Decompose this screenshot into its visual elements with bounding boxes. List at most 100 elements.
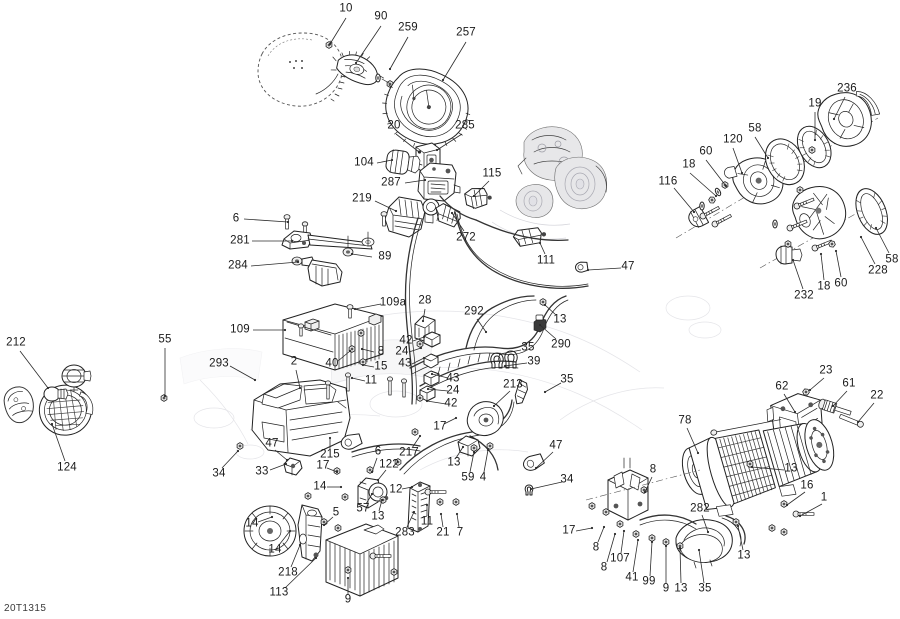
callout-anchor-113 bbox=[314, 556, 318, 560]
callout-number-34: 34 bbox=[212, 467, 226, 480]
callout-number-1: 1 bbox=[820, 491, 828, 504]
callout-number-293: 293 bbox=[209, 357, 229, 370]
callout-anchor-109a bbox=[353, 307, 357, 311]
callout-number-7: 7 bbox=[456, 526, 464, 539]
callout-number-13: 13 bbox=[784, 462, 798, 475]
callout-number-228: 228 bbox=[868, 264, 888, 277]
callout-leader-41 bbox=[632, 539, 639, 573]
callout-anchor-13 bbox=[461, 445, 465, 449]
callout-anchor-13 bbox=[736, 524, 740, 528]
callout-anchor-282 bbox=[706, 530, 710, 534]
callout-number-12: 12 bbox=[389, 483, 403, 496]
callout-anchor-11 bbox=[350, 376, 354, 380]
callout-number-60: 60 bbox=[699, 145, 713, 158]
callout-leader-1 bbox=[799, 503, 823, 517]
callout-anchor-17 bbox=[335, 470, 339, 474]
callout-leader-284 bbox=[250, 261, 299, 267]
callout-leader-104 bbox=[376, 159, 393, 164]
callout-anchor-122 bbox=[376, 478, 380, 482]
callout-anchor-7 bbox=[455, 512, 459, 516]
callout-number-42: 42 bbox=[444, 397, 458, 410]
callout-number-283: 283 bbox=[395, 526, 415, 539]
callout-number-104: 104 bbox=[354, 156, 374, 169]
callout-number-111: 111 bbox=[536, 254, 556, 267]
callout-number-115: 115 bbox=[482, 167, 502, 180]
callout-number-24: 24 bbox=[446, 384, 460, 397]
callout-leader-57 bbox=[365, 493, 373, 505]
callout-number-47: 47 bbox=[549, 439, 563, 452]
callout-anchor-6 bbox=[370, 470, 374, 474]
callout-leader-16 bbox=[786, 491, 806, 506]
callout-anchor-213 bbox=[492, 404, 496, 408]
callout-anchor-35 bbox=[498, 352, 502, 356]
callout-number-213: 213 bbox=[503, 378, 523, 391]
callout-leader-89 bbox=[351, 253, 373, 258]
callout-leader-285 bbox=[436, 133, 463, 151]
callout-leader-236 bbox=[833, 96, 846, 120]
callout-anchor-1 bbox=[798, 514, 802, 518]
callout-leader-35 bbox=[544, 382, 562, 393]
callout-anchor-34 bbox=[236, 449, 240, 453]
callout-anchor-13 bbox=[678, 546, 682, 550]
callout-leader-115 bbox=[473, 180, 490, 197]
callout-number-62: 62 bbox=[775, 380, 789, 393]
callout-number-13: 13 bbox=[674, 582, 688, 595]
callout-anchor-13 bbox=[380, 498, 384, 502]
callout-number-17: 17 bbox=[562, 524, 576, 537]
callout-leader-14 bbox=[278, 530, 291, 546]
callout-anchor-47 bbox=[285, 458, 289, 462]
callout-leader-15 bbox=[362, 364, 375, 368]
callout-number-219: 219 bbox=[352, 192, 372, 205]
callout-anchor-9 bbox=[346, 576, 350, 580]
callout-leader-219 bbox=[374, 200, 397, 212]
callout-leader-14 bbox=[257, 516, 273, 523]
callout-leader-39 bbox=[504, 362, 528, 367]
callout-leader-283 bbox=[406, 511, 415, 528]
callout-anchor-115 bbox=[472, 194, 476, 198]
callout-anchor-40 bbox=[348, 349, 352, 353]
callout-leader-257 bbox=[442, 41, 467, 81]
callout-number-5: 5 bbox=[332, 506, 340, 519]
callout-number-8: 8 bbox=[377, 345, 385, 358]
callout-anchor-4 bbox=[486, 448, 490, 452]
callout-anchor-23 bbox=[808, 388, 812, 392]
callout-anchor-228 bbox=[859, 235, 863, 239]
callout-leader-78 bbox=[686, 427, 699, 454]
callout-number-90: 90 bbox=[374, 10, 388, 23]
callout-leader-6 bbox=[243, 218, 289, 223]
callout-anchor-47 bbox=[534, 466, 538, 470]
callout-anchor-39 bbox=[503, 364, 507, 368]
callout-leader-116 bbox=[673, 187, 695, 213]
callout-anchor-14 bbox=[270, 515, 274, 519]
callout-number-24: 24 bbox=[395, 345, 409, 358]
callout-anchor-18 bbox=[819, 252, 823, 256]
callout-leader-13 bbox=[378, 499, 383, 512]
callout-anchor-111 bbox=[538, 241, 542, 245]
callout-leader-24 bbox=[427, 388, 449, 392]
callout-anchor-257 bbox=[441, 78, 445, 82]
callout-anchor-20 bbox=[417, 150, 421, 154]
callout-anchor-292 bbox=[484, 330, 488, 334]
callout-anchor-8 bbox=[360, 347, 364, 351]
callout-leader-287 bbox=[404, 179, 426, 184]
callout-leader-13 bbox=[455, 446, 464, 459]
callout-anchor-33 bbox=[284, 462, 288, 466]
callout-number-39: 39 bbox=[527, 355, 541, 368]
callout-number-285: 285 bbox=[455, 119, 475, 132]
callout-number-257: 257 bbox=[456, 26, 476, 39]
callout-anchor-11 bbox=[425, 503, 429, 507]
callout-number-78: 78 bbox=[678, 414, 692, 427]
callout-number-109a: 109a bbox=[379, 296, 407, 309]
callout-leader-61 bbox=[832, 390, 848, 407]
callout-leader-107 bbox=[620, 530, 625, 554]
callout-leader-217 bbox=[411, 435, 421, 449]
callout-leader-17 bbox=[575, 527, 593, 532]
callout-number-41: 41 bbox=[625, 571, 639, 584]
callout-leader-42 bbox=[412, 336, 425, 342]
callout-anchor-272 bbox=[450, 211, 454, 215]
callout-leader-13 bbox=[679, 547, 682, 584]
callout-number-89: 89 bbox=[378, 250, 392, 263]
callout-anchor-232 bbox=[791, 258, 795, 262]
callout-number-259: 259 bbox=[398, 21, 418, 34]
